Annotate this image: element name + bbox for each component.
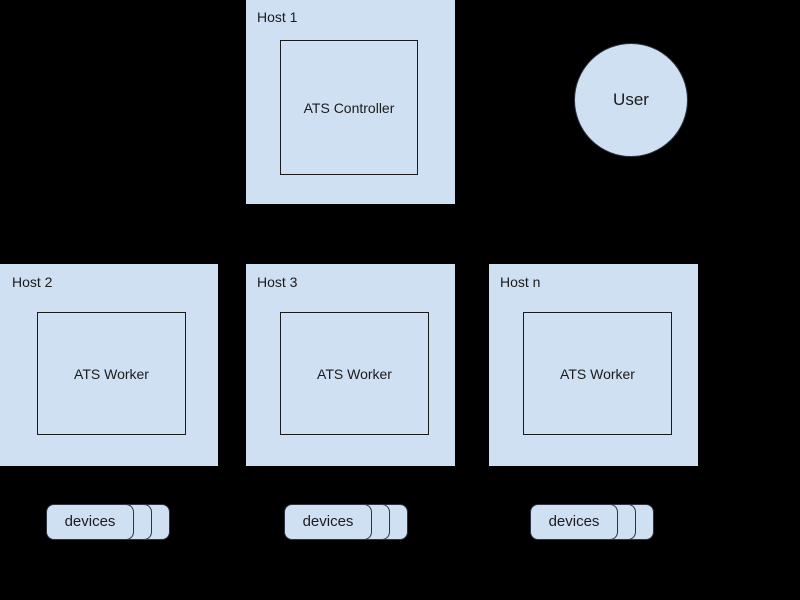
host-label-host1: Host 1 — [257, 9, 298, 25]
host-box-host1[interactable]: Host 1 ATS Controller — [246, 0, 455, 204]
host-box-hostn[interactable]: Host n ATS Worker — [489, 264, 698, 466]
component-label-ats-controller: ATS Controller — [303, 99, 395, 116]
component-box-ats-controller[interactable]: ATS Controller — [280, 40, 418, 175]
host-label-host3: Host 3 — [257, 274, 298, 290]
component-label-ats-worker-host3: ATS Worker — [317, 365, 392, 382]
host-label-host2: Host 2 — [12, 274, 53, 290]
devices-sheet-front: devices — [284, 504, 372, 540]
component-label-ats-worker-hostn: ATS Worker — [560, 365, 635, 382]
devices-stack-host2[interactable]: devices — [46, 504, 170, 540]
host-box-host3[interactable]: Host 3 ATS Worker — [246, 264, 455, 466]
user-actor-label: User — [613, 90, 649, 109]
user-actor-circle[interactable]: User — [574, 43, 688, 157]
devices-stack-hostn[interactable]: devices — [530, 504, 654, 540]
component-label-ats-worker-host2: ATS Worker — [74, 365, 149, 382]
devices-label-hostn: devices — [548, 513, 600, 530]
devices-stack-host3[interactable]: devices — [284, 504, 408, 540]
component-box-ats-worker-host3[interactable]: ATS Worker — [280, 312, 429, 435]
component-box-ats-worker-host2[interactable]: ATS Worker — [37, 312, 186, 435]
devices-sheet-front: devices — [530, 504, 618, 540]
host-box-host2[interactable]: Host 2 ATS Worker — [0, 264, 218, 466]
host-label-hostn: Host n — [500, 274, 541, 290]
devices-sheet-front: devices — [46, 504, 134, 540]
devices-label-host2: devices — [64, 513, 116, 530]
devices-label-host3: devices — [302, 513, 354, 530]
component-box-ats-worker-hostn[interactable]: ATS Worker — [523, 312, 672, 435]
